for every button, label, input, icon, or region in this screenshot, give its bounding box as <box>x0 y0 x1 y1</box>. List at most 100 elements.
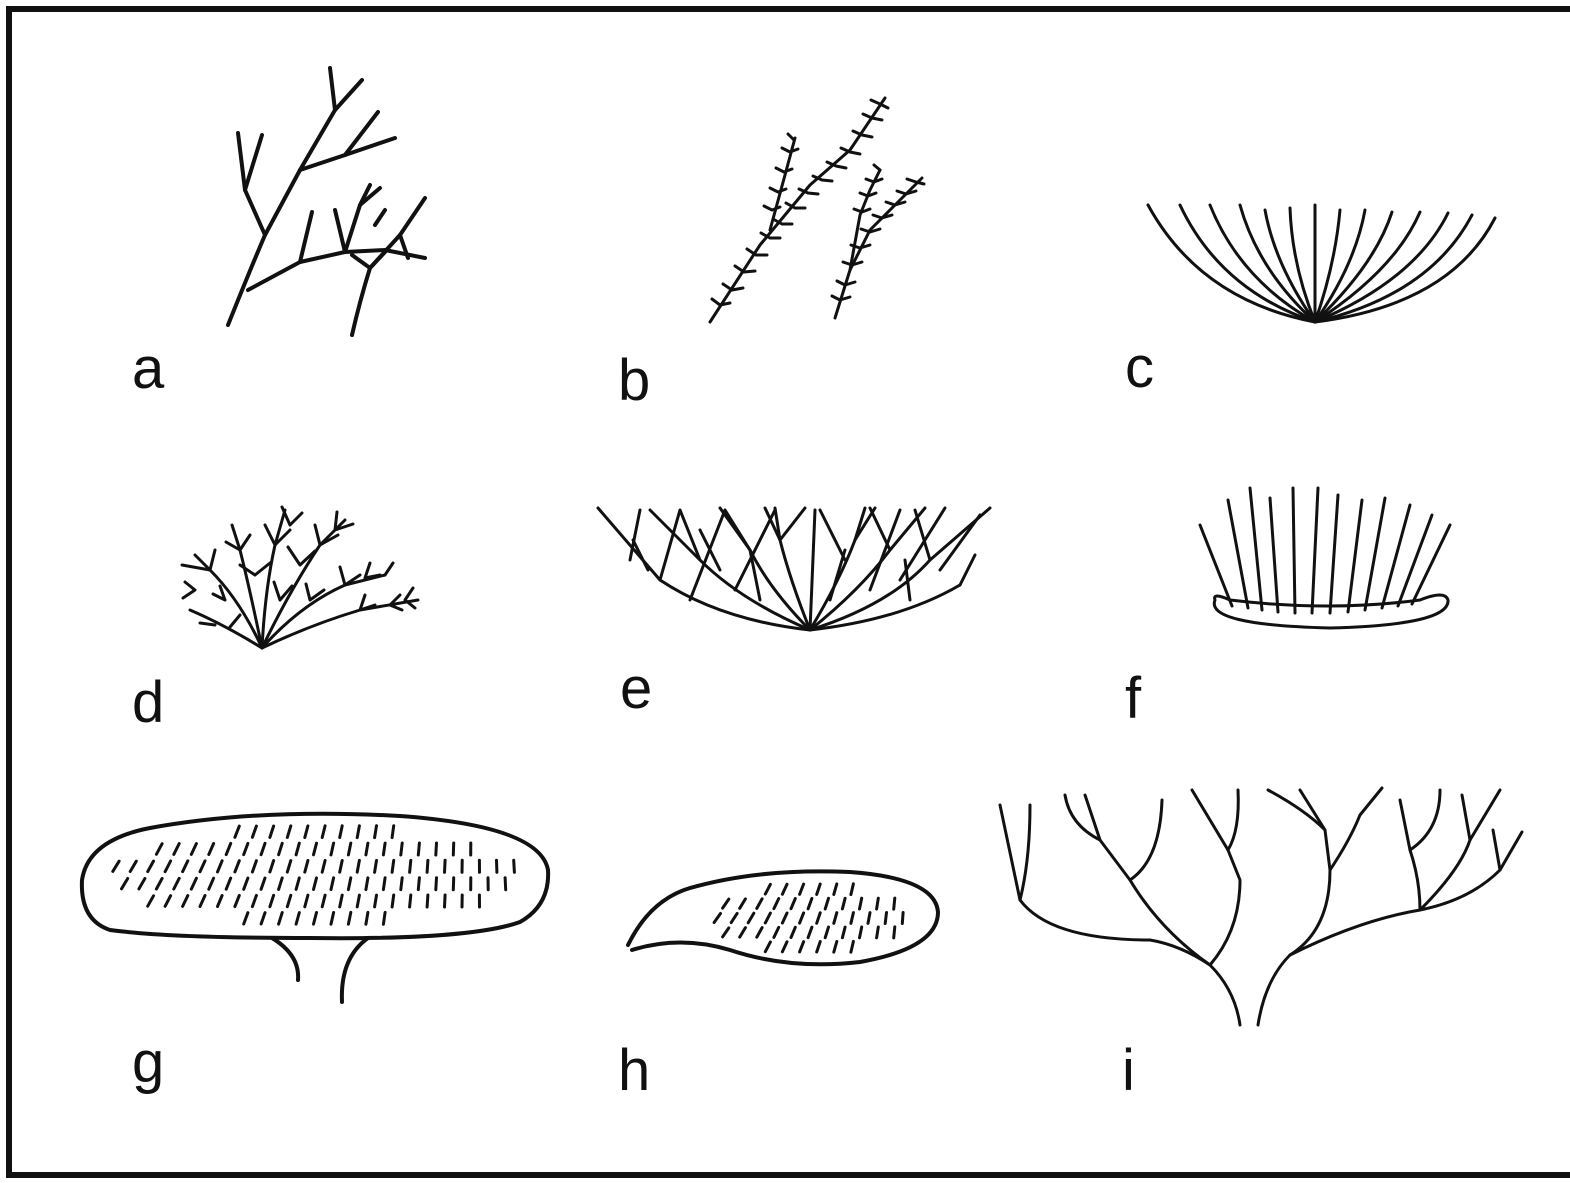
pore-mark <box>279 843 283 854</box>
pore-mark <box>427 860 428 872</box>
pore-mark <box>757 928 762 938</box>
panel-e-illustration <box>598 508 990 630</box>
pore-mark <box>877 898 879 909</box>
pore-mark <box>183 861 188 872</box>
pore-mark <box>244 913 248 924</box>
pore-mark <box>375 860 377 872</box>
pore-mark <box>322 861 325 873</box>
pore-mark <box>834 913 837 924</box>
pore-mark <box>296 843 299 855</box>
pore-mark <box>287 861 291 873</box>
pore-mark <box>825 927 828 938</box>
pore-mark <box>436 843 437 855</box>
pore-mark <box>383 878 385 890</box>
pore-mark <box>410 895 411 907</box>
pore-mark <box>410 860 411 872</box>
pore-mark <box>817 884 821 894</box>
pore-mark <box>445 895 446 907</box>
pore-mark <box>261 843 265 854</box>
panel-d-illustration <box>182 507 418 648</box>
pore-mark <box>375 826 377 838</box>
pore-mark <box>296 913 299 925</box>
pore-mark <box>375 895 377 907</box>
pore-mark <box>218 861 223 872</box>
pore-mark <box>842 898 845 909</box>
pore-mark <box>200 896 205 907</box>
pore-mark <box>287 826 291 838</box>
pore-mark <box>348 912 350 924</box>
pore-mark <box>113 861 119 871</box>
pore-mark <box>252 826 256 837</box>
pore-mark <box>183 896 188 907</box>
pore-mark <box>514 860 515 872</box>
pore-mark <box>279 878 283 890</box>
pore-mark <box>122 879 128 889</box>
pore-mark <box>782 913 787 923</box>
pore-mark <box>436 878 437 890</box>
pore-mark <box>851 913 854 924</box>
pore-mark <box>296 878 299 890</box>
panel-label-c: c <box>1125 335 1154 400</box>
pore-mark <box>244 843 248 854</box>
pore-mark <box>261 878 265 889</box>
pore-mark <box>774 927 779 937</box>
pore-mark <box>348 878 350 890</box>
pore-mark <box>357 895 359 907</box>
pore-mark <box>782 942 787 952</box>
pore-mark <box>340 826 343 838</box>
panel-i-illustration <box>1000 788 1522 1025</box>
pore-mark <box>791 927 795 937</box>
pore-mark <box>723 899 729 908</box>
pore-mark <box>885 913 886 924</box>
pore-mark <box>348 843 350 855</box>
pore-mark <box>808 898 812 908</box>
pore-mark <box>445 860 446 872</box>
pore-mark <box>765 942 770 952</box>
pore-mark <box>834 942 837 953</box>
pore-mark <box>156 844 162 855</box>
pore-mark <box>174 878 179 889</box>
pore-mark <box>314 913 317 925</box>
panel-label-g: g <box>132 1030 164 1095</box>
panel-labels: a b c d e f g h i <box>132 335 1154 1103</box>
pore-mark <box>244 878 248 889</box>
pore-mark <box>505 878 506 890</box>
pore-mark <box>740 928 746 937</box>
pore-mark <box>740 899 746 908</box>
pore-mark <box>148 896 154 906</box>
pore-mark <box>270 861 274 872</box>
pore-mark <box>392 860 394 872</box>
pore-mark <box>392 895 394 907</box>
pore-mark <box>860 898 862 909</box>
pore-mark <box>226 843 231 854</box>
pore-mark <box>877 927 879 938</box>
pore-mark <box>165 861 171 872</box>
pore-mark <box>366 843 368 855</box>
panel-a-illustration <box>228 68 425 335</box>
pore-mark <box>322 826 325 838</box>
pore-mark <box>748 913 754 923</box>
pore-mark <box>868 913 870 924</box>
pore-mark <box>331 843 334 855</box>
pore-mark <box>851 941 854 952</box>
pore-mark <box>305 826 308 838</box>
pore-mark <box>731 913 737 922</box>
pore-mark <box>427 895 428 907</box>
pore-mark <box>383 912 385 924</box>
pore-mark <box>357 860 359 872</box>
pore-mark <box>209 878 214 889</box>
pore-mark <box>834 884 837 895</box>
pore-mark <box>191 844 196 855</box>
pore-mark <box>782 884 787 894</box>
pore-mark <box>191 878 196 889</box>
panel-label-d: d <box>132 670 164 735</box>
pore-mark <box>757 899 762 909</box>
pore-mark <box>218 896 223 907</box>
pore-mark <box>209 844 214 855</box>
pore-mark <box>723 928 729 937</box>
pore-mark <box>418 878 419 890</box>
panel-g-pores <box>113 826 515 925</box>
pore-mark <box>714 914 720 923</box>
pore-mark <box>860 927 862 938</box>
